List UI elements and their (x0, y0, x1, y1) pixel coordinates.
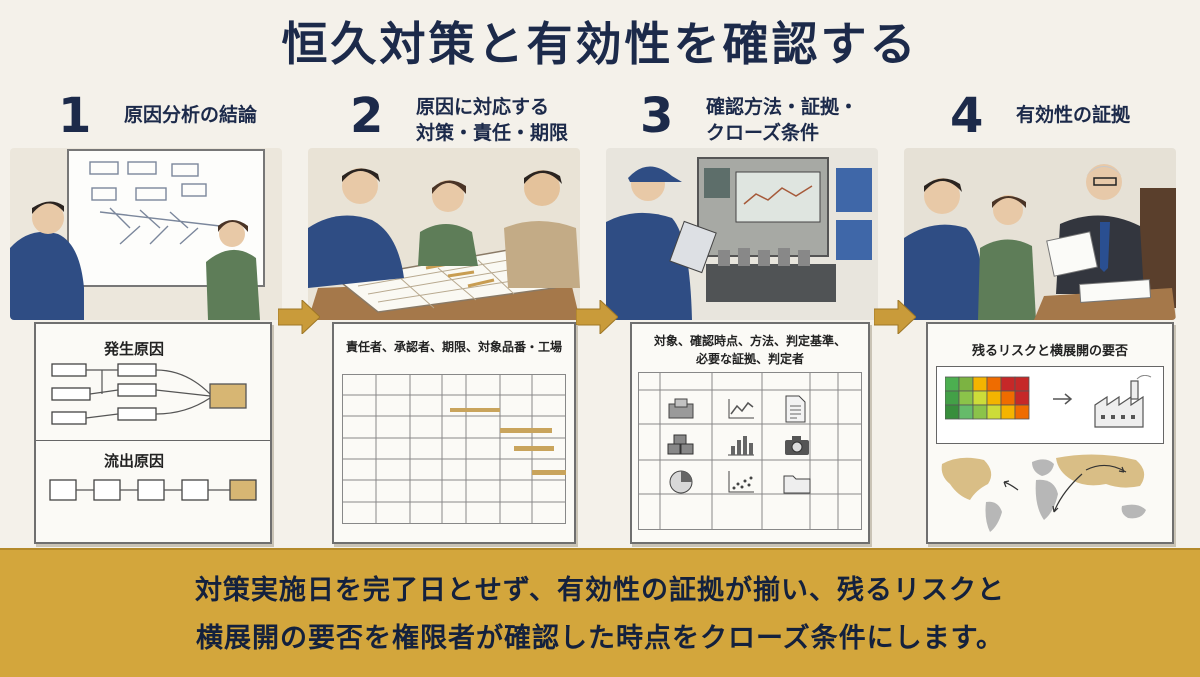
illustration-cause-analysis (10, 148, 282, 320)
step-heading: 原因に対応する 対策・責任・期限 (416, 94, 568, 146)
conclusion-banner: 対策実施日を完了日とせず、有効性の証拠が揃い、残るリスクと 横展開の要否を権限者… (0, 548, 1200, 677)
conclusion-line-2: 横展開の要否を権限者が確認した時点をクローズ条件にします。 (196, 623, 1004, 654)
step-heading: 確認方法・証拠・ クローズ条件 (706, 94, 858, 146)
panel-header-line: 対象、確認時点、方法、判定基準、 (653, 334, 846, 348)
world-map-rollout (941, 454, 1146, 532)
folder-icon (783, 475, 811, 494)
step-heading: 原因分析の結論 (124, 104, 258, 126)
step-heading-line: 原因に対応する (416, 96, 550, 118)
parts-icon (668, 398, 694, 419)
illustration-approval (904, 148, 1176, 320)
risk-matrix-box (936, 366, 1164, 444)
step-heading-line: 確認方法・証拠・ (706, 96, 859, 118)
step-number: 1 (58, 88, 92, 144)
arrow-right-icon (278, 300, 320, 334)
illustration-planning-meeting (308, 148, 580, 320)
step-heading-line: 対策・責任・期限 (416, 122, 569, 144)
step-heading-line: クローズ条件 (706, 122, 820, 144)
bar-chart-icon (728, 436, 754, 456)
panel-cause-conclusion: 発生原因 流出原因 (34, 322, 272, 544)
arrow-right-icon (576, 300, 618, 334)
arrow-right-icon (874, 300, 916, 334)
step-heading: 有効性の証拠 (1016, 104, 1131, 126)
conclusion-line-1: 対策実施日を完了日とせず、有効性の証拠が揃い、残るリスクと (194, 575, 1006, 606)
page-title: 恒久対策と有効性を確認する (281, 17, 919, 71)
step-number: 3 (640, 88, 674, 144)
panel-effectiveness-evidence: 残るリスクと横展開の要否 (926, 322, 1174, 544)
panel-header-line: 必要な証拠、判定者 (695, 352, 804, 366)
outflow-cause-diagram (49, 479, 257, 501)
panel-label-outflow-cause: 流出原因 (104, 452, 165, 470)
line-chart-icon (728, 399, 754, 419)
panel-verification-method: 対象、確認時点、方法、判定基準、 必要な証拠、判定者 (630, 322, 870, 544)
panel-header: 責任者、承認者、期限、対象品番・工場 (345, 340, 562, 354)
illustration-verification (606, 148, 878, 320)
document-icon (785, 395, 806, 423)
occurrence-cause-diagram (51, 363, 247, 425)
panel-action-plan: 責任者、承認者、期限、対象品番・工場 (332, 322, 576, 544)
evidence-table (638, 372, 862, 530)
blocks-icon (667, 434, 694, 455)
schedule-table (342, 374, 566, 524)
step-number: 2 (350, 88, 384, 144)
scatter-icon (728, 471, 754, 493)
pie-chart-icon (669, 470, 693, 494)
panel-label-occurrence-cause: 発生原因 (104, 340, 165, 358)
risk-heatmap (945, 375, 1152, 428)
panel-header: 残るリスクと横展開の要否 (971, 344, 1128, 359)
step-number: 4 (950, 88, 984, 144)
camera-icon (785, 436, 809, 455)
